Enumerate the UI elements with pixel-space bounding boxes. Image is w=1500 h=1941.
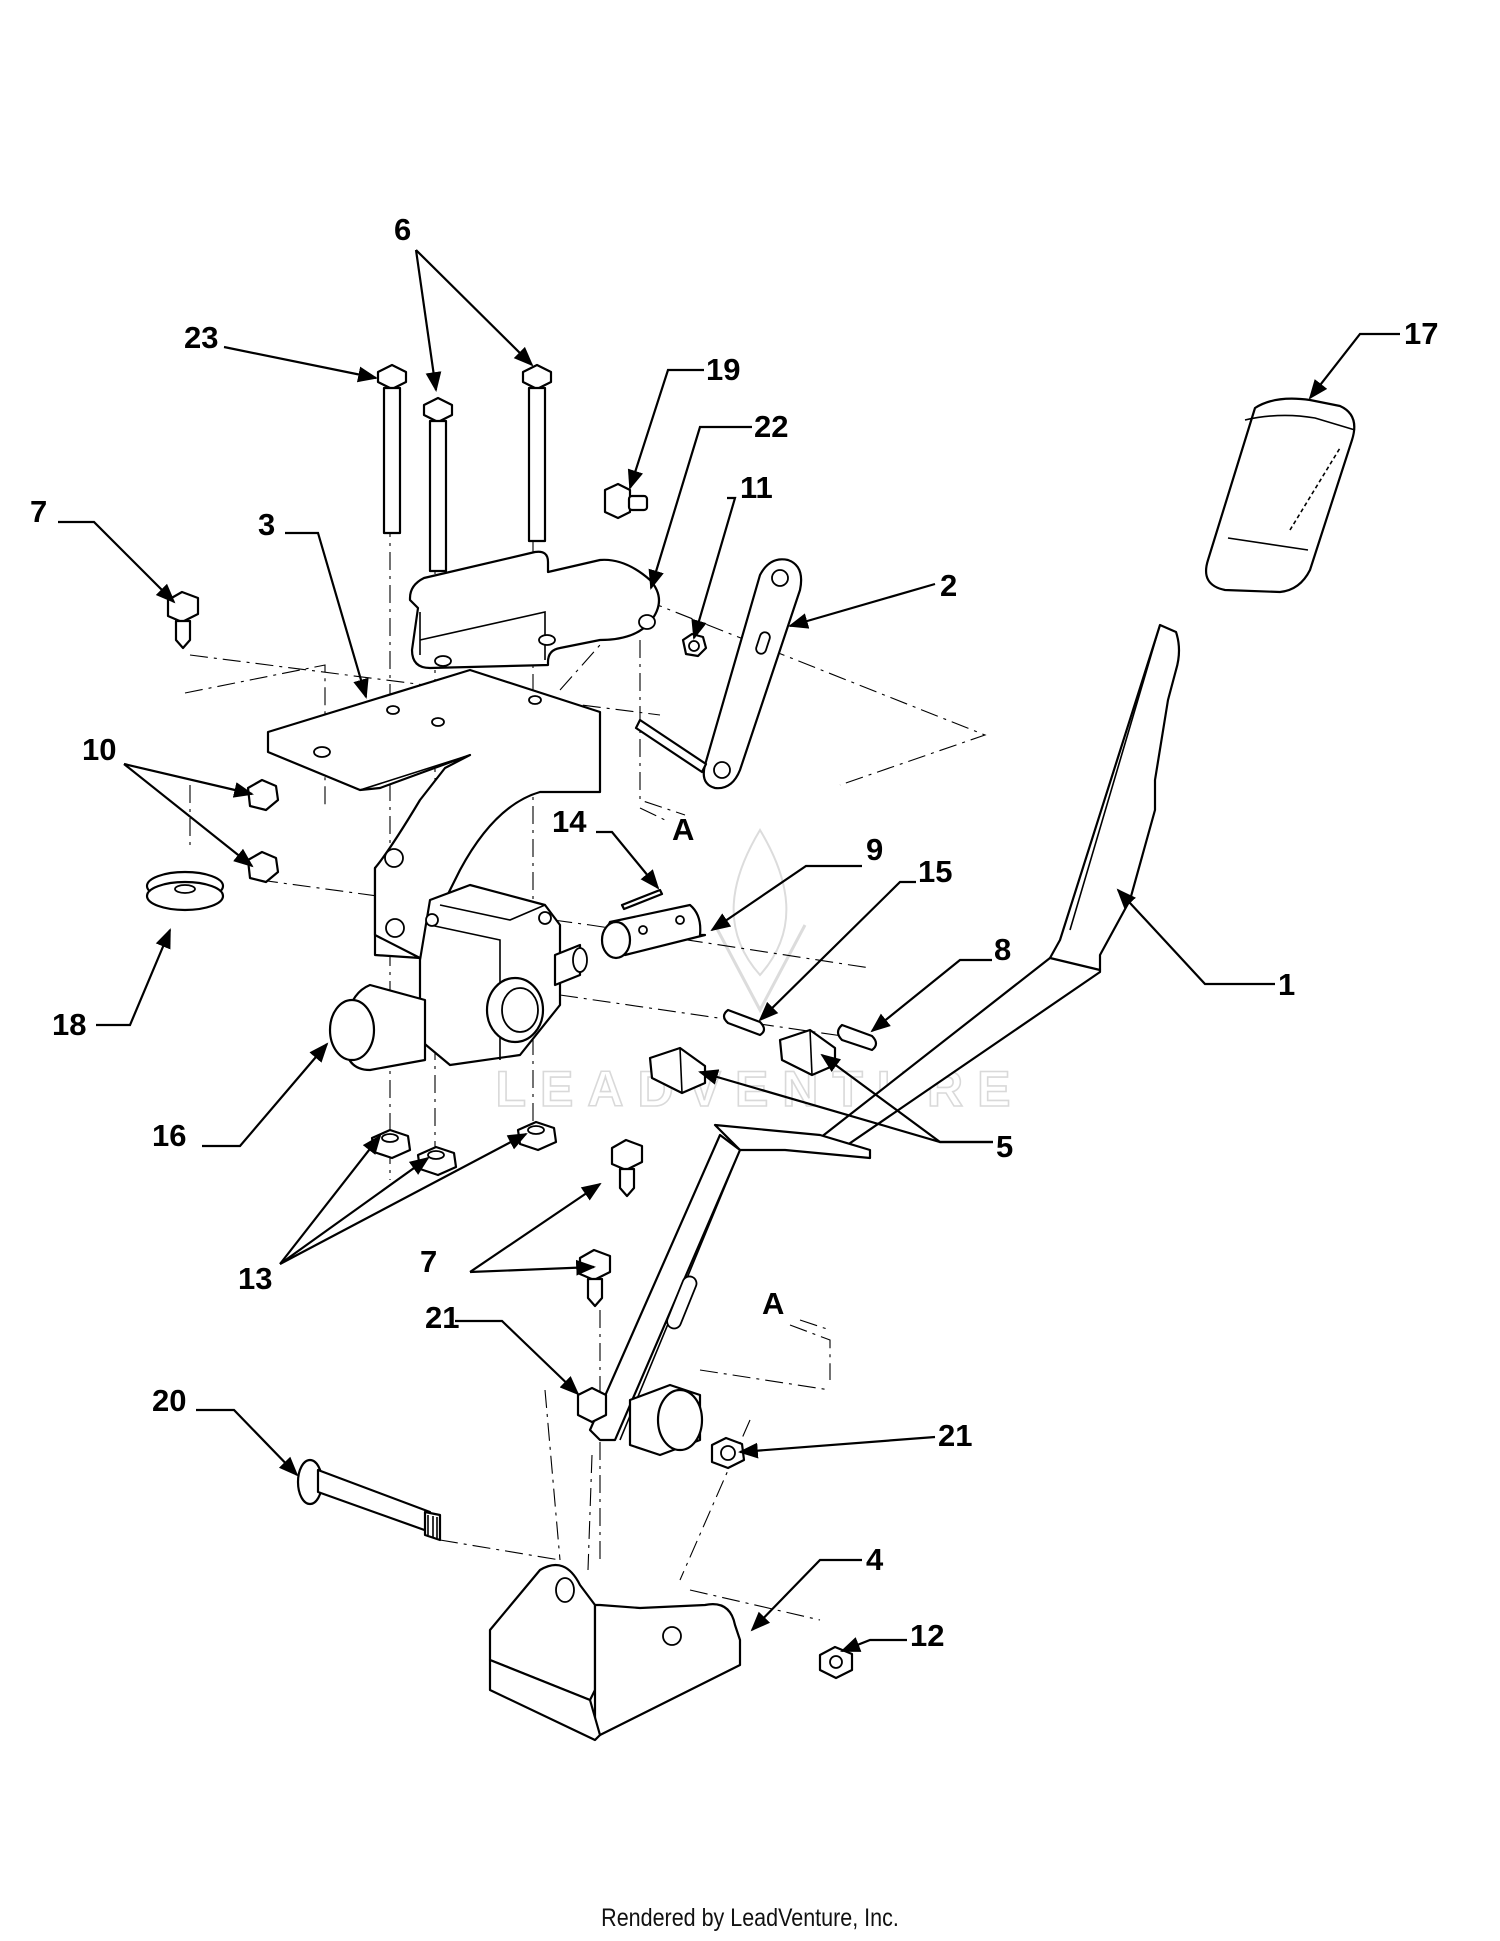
callout-8: 8 [994, 932, 1011, 967]
callout-a-upper: A [672, 812, 694, 847]
callout-2: 2 [940, 568, 957, 603]
callout-14: 14 [552, 804, 587, 839]
callout-5: 5 [996, 1129, 1013, 1164]
pin-8 [836, 1023, 878, 1052]
callout-12: 12 [910, 1618, 944, 1653]
pedal-pad-17 [1204, 397, 1356, 594]
nut-13-a [370, 1128, 412, 1160]
pedal-arm-1 [588, 623, 1181, 1442]
callout-19: 19 [706, 352, 740, 387]
bolt-23 [376, 363, 408, 535]
valve-16 [328, 883, 588, 1072]
nut-10-lower [246, 850, 280, 884]
callout-11: 11 [740, 470, 773, 505]
pin-15 [722, 1008, 766, 1037]
nut-12 [818, 1645, 854, 1680]
bolt-7-lower-a [610, 1138, 644, 1198]
callout-13: 13 [238, 1261, 272, 1296]
callout-17: 17 [1404, 316, 1438, 351]
callout-21-right: 21 [938, 1418, 972, 1453]
bolt-19 [603, 482, 649, 520]
cotter-pin-14 [620, 888, 664, 911]
callout-labels: 1 2 3 4 5 6 7 7 8 9 10 11 12 13 14 15 16… [30, 212, 1438, 1653]
callout-7-lower: 7 [420, 1244, 437, 1279]
callout-9: 9 [866, 832, 883, 867]
footer-credit: Rendered by LeadVenture, Inc. [601, 1904, 899, 1932]
view-a-markers [639, 807, 831, 1331]
bracket-22 [408, 550, 661, 670]
callout-1: 1 [1278, 967, 1295, 1002]
callout-16: 16 [152, 1118, 186, 1153]
callout-10: 10 [82, 732, 116, 767]
callout-23: 23 [184, 320, 218, 355]
callout-22: 22 [754, 409, 788, 444]
bolt-6-short [422, 396, 454, 573]
lever-2 [634, 558, 803, 790]
leader-lines [58, 249, 1400, 1653]
callout-15: 15 [918, 854, 952, 889]
callout-20: 20 [152, 1383, 186, 1418]
callout-21-left: 21 [425, 1300, 459, 1335]
bushing-21-left [576, 1386, 608, 1424]
bracket-4 [488, 1563, 742, 1742]
sleeve-9 [600, 903, 707, 960]
callout-18: 18 [52, 1007, 86, 1042]
bushing-21-right [710, 1436, 746, 1470]
callout-3: 3 [258, 507, 275, 542]
callout-a-lower: A [762, 1286, 784, 1321]
washer-18 [145, 870, 225, 912]
bolt-7-lower-b [578, 1248, 612, 1308]
bolt-6-long [521, 363, 553, 543]
nut-10-upper [246, 778, 280, 812]
bolt-7-upper [166, 590, 200, 650]
callout-6: 6 [394, 212, 411, 247]
pivot-tube [628, 1383, 704, 1457]
callout-7-upper: 7 [30, 494, 47, 529]
callout-4: 4 [866, 1542, 884, 1577]
pivot-bolt-20 [296, 1458, 442, 1542]
